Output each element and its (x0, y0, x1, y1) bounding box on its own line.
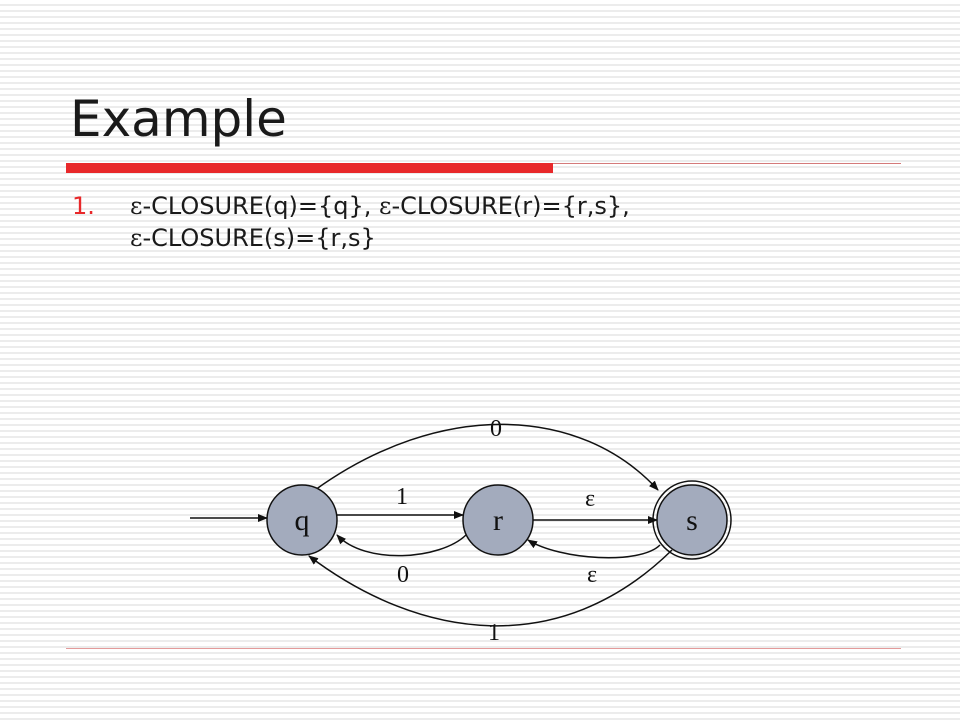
transition-label: 1 (488, 620, 500, 646)
list-text: -CLOSURE(r)={r,s}, (391, 192, 630, 220)
transition-label: 0 (490, 416, 502, 442)
transition-s-r (527, 539, 661, 559)
footer-rule (66, 648, 901, 649)
slide-title: Example (70, 90, 287, 148)
state-q (266, 484, 338, 556)
epsilon-symbol: ε (130, 224, 143, 252)
transition-label: 1 (396, 484, 408, 510)
state-label: r (493, 504, 503, 537)
state-s (656, 484, 728, 556)
list-text: -CLOSURE(s)={r,s} (142, 224, 376, 252)
transition-label: ε (587, 562, 597, 588)
transition-label: ε (585, 486, 595, 512)
transition-s-q (308, 549, 673, 627)
list-marker: 1. (72, 192, 95, 220)
state-r (462, 484, 534, 556)
state-label: s (686, 504, 698, 537)
title-underline (66, 163, 553, 173)
epsilon-symbol: ε (379, 192, 392, 220)
list-line: ε-CLOSURE(s)={r,s} (130, 222, 630, 254)
list-item: 1.ε-CLOSURE(q)={q}, ε-CLOSURE(r)={r,s},ε… (72, 190, 630, 254)
transition-q-s (314, 423, 659, 491)
accept-ring (652, 480, 732, 560)
bullet-list: 1.ε-CLOSURE(q)={q}, ε-CLOSURE(r)={r,s},ε… (72, 190, 630, 254)
title-rule (553, 163, 901, 164)
list-line: ε-CLOSURE(q)={q}, ε-CLOSURE(r)={r,s}, (130, 190, 630, 222)
transition-r-q (336, 534, 467, 557)
state-label: q (295, 504, 310, 537)
transition-label: 0 (397, 562, 409, 588)
epsilon-symbol: ε (130, 192, 143, 220)
list-text: -CLOSURE(q)={q}, (142, 192, 380, 220)
